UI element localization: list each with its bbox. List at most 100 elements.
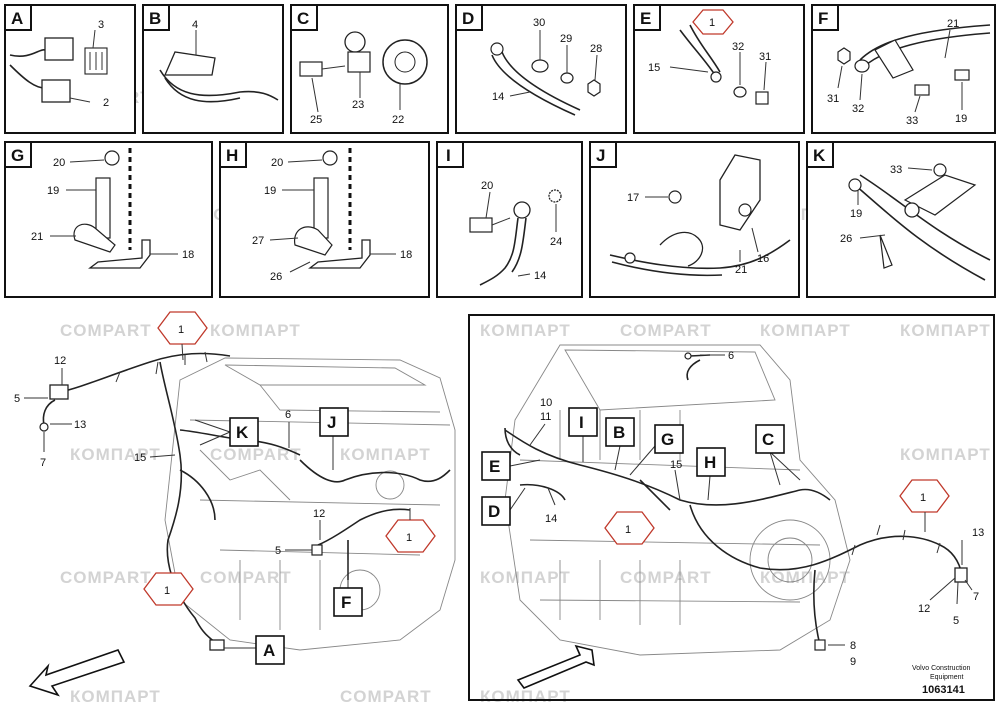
callout-27: 27 (252, 235, 264, 247)
callout-24: 24 (550, 236, 562, 248)
callout-15: 15 (670, 459, 682, 471)
callout-30: 30 (533, 17, 545, 29)
callout-19: 19 (264, 185, 276, 197)
callout-25: 25 (310, 114, 322, 126)
letter-box-j: J (327, 413, 336, 432)
callout-7: 7 (40, 457, 46, 469)
detail-panel-h: H 20 19 27 26 18 (219, 141, 430, 298)
letter-box-c: C (762, 430, 774, 449)
callout-15: 15 (648, 62, 660, 74)
callout-33: 33 (890, 164, 902, 176)
watermark: COMPART (200, 568, 292, 587)
detail-panel-j: J 17 16 21 (589, 141, 800, 298)
callout-1: 1 (709, 17, 715, 29)
drawing-number: 1063141 (922, 684, 965, 696)
detail-panel-i: I 20 24 14 (436, 141, 583, 298)
watermark: КОМПАРТ (900, 445, 991, 464)
letter-box-f: F (341, 593, 351, 612)
callout-1: 1 (164, 585, 170, 597)
letter-box-d: D (488, 502, 500, 521)
right-engine-view: 1 1 6 10 11 14 15 13 12 5 7 8 9 I B G (468, 314, 995, 701)
callout-6: 6 (285, 409, 291, 421)
callout-20: 20 (271, 157, 283, 169)
callout-1: 1 (920, 492, 926, 504)
watermark: COMPART (620, 321, 712, 340)
watermark: КОМПАРТ (760, 321, 851, 340)
publisher-line2: Equipment (930, 674, 964, 681)
watermark: COMPART (60, 321, 152, 340)
callout-13: 13 (972, 527, 984, 539)
letter-box-k: K (236, 423, 249, 442)
callout-16: 16 (757, 253, 769, 265)
watermark: КОМПАРТ (70, 445, 161, 464)
callout-22: 22 (392, 114, 404, 126)
callout-26: 26 (840, 233, 852, 245)
callout-1: 1 (406, 532, 412, 544)
callout-13: 13 (74, 419, 86, 431)
watermark: КОМПАРТ (210, 321, 301, 340)
detail-panel-d: D 30 29 28 14 (455, 4, 627, 134)
callout-5: 5 (953, 615, 959, 627)
detail-panel-e: E 1 32 31 15 (633, 4, 805, 134)
callout-12: 12 (313, 508, 325, 520)
callout-11: 11 (540, 411, 551, 423)
callout-1: 1 (178, 324, 184, 336)
callout-21: 21 (947, 18, 959, 30)
callout-14: 14 (534, 270, 546, 282)
watermark: КОМПАРТ (900, 321, 991, 340)
callout-1: 1 (625, 524, 631, 536)
watermark: КОМПАРТ (340, 445, 431, 464)
detail-panel-b: B 4 (142, 4, 284, 134)
callout-19: 19 (850, 208, 862, 220)
callout-10: 10 (540, 397, 552, 409)
letter-box-b: B (613, 423, 625, 442)
panel-letter: A (11, 9, 23, 28)
callout-14: 14 (545, 513, 557, 525)
detail-panel-f: F 21 31 32 33 19 (811, 4, 996, 134)
panel-letter: B (149, 9, 161, 28)
callout-17: 17 (627, 192, 639, 204)
detail-panel-c: C 25 23 22 (290, 4, 449, 134)
callout-14: 14 (492, 91, 504, 103)
letter-box-h: H (704, 453, 716, 472)
panel-letter: K (813, 146, 826, 165)
callout-15: 15 (134, 452, 146, 464)
callout-21: 21 (735, 264, 747, 276)
direction-arrow-icon (28, 649, 126, 697)
callout-12: 12 (918, 603, 930, 615)
callout-29: 29 (560, 33, 572, 45)
panel-letter: F (818, 9, 828, 28)
watermark: COMPART (340, 687, 432, 706)
watermark: COMPART (210, 445, 302, 464)
callout-6: 6 (728, 350, 734, 362)
panel-letter: E (640, 9, 651, 28)
direction-arrow-icon (516, 644, 595, 689)
callout-23: 23 (352, 99, 364, 111)
callout-31: 31 (827, 93, 839, 105)
callout-2: 2 (103, 97, 109, 109)
callout-26: 26 (270, 271, 282, 283)
callout-21: 21 (31, 231, 43, 243)
callout-9: 9 (850, 656, 856, 668)
watermark: КОМПАРТ (480, 321, 571, 340)
letter-box-i: I (579, 413, 584, 432)
watermark: КОМПАРТ (760, 568, 851, 587)
callout-8: 8 (850, 640, 856, 652)
callout-18: 18 (400, 249, 412, 261)
callout-28: 28 (590, 43, 602, 55)
panel-letter: I (446, 146, 451, 165)
callout-20: 20 (53, 157, 65, 169)
detail-panel-g: G 20 19 21 18 (4, 141, 213, 298)
panel-letter: D (462, 9, 474, 28)
callout-32: 32 (852, 103, 864, 115)
callout-5: 5 (275, 545, 281, 557)
panel-letter: C (297, 9, 309, 28)
watermark: КОМПАРТ (70, 687, 161, 706)
callout-31: 31 (759, 51, 771, 63)
panel-letter: J (596, 146, 605, 165)
panel-letter: H (226, 146, 238, 165)
watermark: COMPART (60, 568, 152, 587)
left-engine-view: 1 1 1 12 5 13 7 15 6 12 5 K J F (14, 311, 456, 697)
letter-box-a: A (263, 641, 275, 660)
publisher-line1: Volvo Construction (912, 665, 970, 672)
